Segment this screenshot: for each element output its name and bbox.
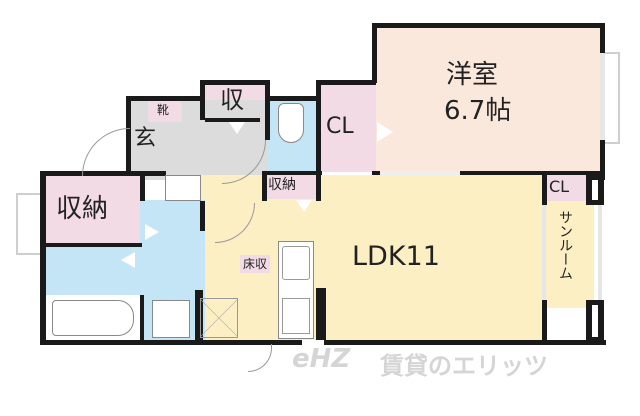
watermark-text: 賃貸のエリッツ xyxy=(380,352,548,380)
window-sunroom-left xyxy=(542,205,546,300)
sunroom xyxy=(546,200,594,308)
shoe-storage-label: 靴 xyxy=(157,103,170,117)
closet-sunroom xyxy=(546,175,586,201)
toilet-fixture xyxy=(278,103,304,143)
washing-machine-pan xyxy=(152,300,190,338)
watermark-logo: eHZ xyxy=(292,344,351,374)
sliding-door-western xyxy=(380,171,460,175)
entrance-door xyxy=(82,128,130,176)
storage-hall-label: 収納 xyxy=(268,177,296,193)
storage-small-label: 収 xyxy=(220,86,244,114)
closet-sunroom-label: CL xyxy=(549,177,570,196)
kitchen-stove xyxy=(282,298,310,334)
shoe-storage xyxy=(148,100,182,122)
sunroom-label: サンルーム xyxy=(557,210,573,280)
entrance-label: 玄 xyxy=(134,126,157,151)
window-sunroom-right xyxy=(598,205,602,300)
wash-basin xyxy=(165,175,201,201)
window-western xyxy=(600,53,605,140)
pantry-box xyxy=(200,298,238,338)
closet-main-label: CL xyxy=(326,114,354,139)
storage-large-label: 収納 xyxy=(56,194,109,224)
western-room-name: 洋室 xyxy=(446,60,499,90)
bathtub xyxy=(52,300,134,336)
storage-large xyxy=(46,175,140,243)
ldk-label: LDK11 xyxy=(352,241,440,272)
balcony-door xyxy=(248,344,272,372)
kitchen-counter xyxy=(278,241,314,339)
kitchen-sink xyxy=(282,246,310,280)
floor-storage-label: 床収 xyxy=(240,255,271,273)
western-room-size: 6.7帖 xyxy=(444,96,512,126)
closet-main xyxy=(320,84,376,172)
storage-hall xyxy=(266,175,318,199)
western-room xyxy=(376,27,600,172)
